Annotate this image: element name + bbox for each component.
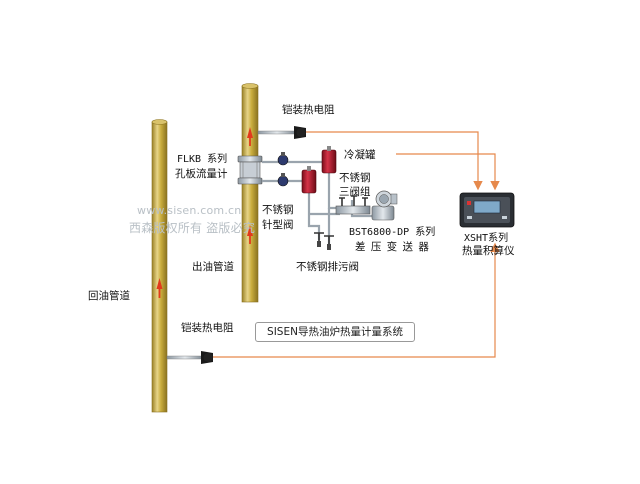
rtd-bottom [166, 351, 213, 364]
label-valve3-line2: 三阀组 [339, 186, 371, 198]
label-drain-valve: 不锈钢排污阀 [296, 261, 359, 273]
rtd-top [257, 126, 306, 139]
watermark-notice: 西森版权所有 盗版必究 [129, 221, 256, 235]
outlet-flow-arrow-top-icon [247, 127, 253, 138]
label-heat-calculator: 热量积算仪 [462, 245, 515, 257]
dp-transmitter [371, 190, 398, 221]
label-rtd-top: 铠装热电阻 [282, 104, 335, 116]
three-valve-manifold [335, 195, 371, 215]
outlet-flow-arrow-bottom-icon [247, 225, 253, 236]
outlet-pipe [241, 83, 259, 303]
orifice-flowmeter [237, 155, 263, 185]
heat-calculator [459, 192, 515, 228]
label-orifice-flowmeter: 孔板流量计 [175, 168, 228, 180]
label-outlet-pipe: 出油管道 [192, 261, 234, 273]
needle-valve-bottom [277, 173, 289, 187]
signal-lines [213, 131, 500, 358]
watermark-url: www.sisen.com.cn [137, 204, 242, 217]
needle-valve-top [277, 152, 289, 166]
label-dp-transmitter: 差 压 变 送 器 [355, 241, 430, 253]
label-valve3-line1: 不锈钢 [339, 172, 371, 184]
label-needle-line2: 针型阀 [262, 219, 294, 231]
label-return-pipe: 回油管道 [88, 290, 130, 302]
label-rtd-bottom: 铠装热电阻 [181, 322, 234, 334]
label-condensate-tank: 冷凝罐 [344, 149, 376, 161]
label-transmitter-series: BST6800-DP 系列 [349, 227, 436, 238]
label-needle-line1: 不锈钢 [262, 204, 294, 216]
return-pipe [151, 119, 168, 413]
return-flow-arrow-icon [156, 278, 163, 289]
condensate-tank-left [301, 166, 317, 194]
condensate-tank-right [321, 146, 337, 174]
drain-valve-right [324, 235, 334, 250]
diagram-title: SISEN导热油炉热量计量系统 [255, 322, 415, 342]
label-flkb-series: FLKB 系列 [177, 154, 228, 165]
label-calculator-series: XSHT系列 [464, 233, 509, 244]
drain-valve-left [314, 232, 324, 247]
